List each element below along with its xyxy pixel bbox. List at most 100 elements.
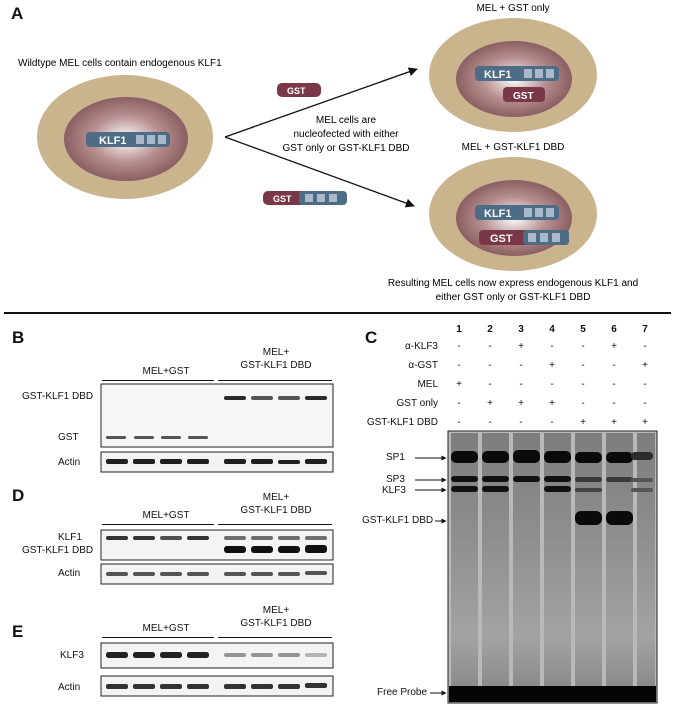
group-label-gst-klf1-dbd: GST-KLF1 DBD <box>240 360 312 371</box>
condition-mark: - <box>643 398 647 409</box>
group-label-mel-plus: MEL+ <box>262 347 290 358</box>
group-underline-1 <box>102 637 214 638</box>
panel-label-c: C <box>365 328 378 347</box>
condition-mark: - <box>457 398 461 409</box>
gst-floating: GST <box>277 83 321 97</box>
row-label-gst-klf1-dbd: GST-KLF1 DBD <box>22 545 94 556</box>
klf1-label-top: KLF1 <box>484 69 512 81</box>
panel-e: E MEL+GST MEL+ GST-KLF1 DBD KLF3 Actin <box>0 596 360 702</box>
band-actin-e <box>106 683 327 689</box>
emsa-gel <box>415 430 658 704</box>
condition-mark: - <box>488 360 492 371</box>
band-sp3 <box>451 476 653 482</box>
condition-mark: - <box>457 341 461 352</box>
condition-mark: - <box>612 398 616 409</box>
condition-mark: + <box>518 341 524 352</box>
condition-mark: - <box>612 360 616 371</box>
bottom-caption-1: Resulting MEL cells now express endogeno… <box>388 278 638 289</box>
center-text-3: GST only or GST-KLF1 DBD <box>282 143 409 154</box>
band-actin-d <box>106 571 327 576</box>
band-gst <box>106 436 208 439</box>
condition-mark: - <box>457 417 461 428</box>
lane-number: 5 <box>580 324 586 335</box>
condition-mark: - <box>519 360 523 371</box>
lane-number: 6 <box>611 324 617 335</box>
band-klf1-d <box>106 536 327 540</box>
group-label-mel-gst: MEL+GST <box>142 510 190 521</box>
condition-label-gst-only: GST only <box>396 398 439 409</box>
band-label-sp3: SP3 <box>386 474 405 485</box>
group-label-mel-plus: MEL+ <box>262 492 290 503</box>
row-label-klf1: KLF1 <box>58 532 82 543</box>
gst-klf1-dbd-cell: KLF1 GST <box>429 157 597 271</box>
western-blot-d <box>100 529 334 585</box>
western-blot-b <box>100 383 334 473</box>
klf1-protein-left: KLF1 <box>86 132 170 147</box>
group-underline-1 <box>102 524 214 525</box>
condition-mark: - <box>457 360 461 371</box>
band-gst-klf1-dbd-d <box>224 545 327 553</box>
gst-label-top: GST <box>513 91 534 102</box>
mid-right-caption: MEL + GST-KLF1 DBD <box>462 142 565 153</box>
group-underline-1 <box>102 380 214 381</box>
wildtype-cell: KLF1 <box>37 75 213 199</box>
condition-mark: - <box>643 379 647 390</box>
condition-mark: - <box>643 341 647 352</box>
panel-label-e: E <box>12 622 24 641</box>
band-gst-klf1-dbd-gel <box>575 511 633 525</box>
band-free-probe <box>449 686 656 702</box>
top-right-caption: MEL + GST only <box>476 3 549 14</box>
condition-mark: + <box>549 360 555 371</box>
band-gst-klf1-dbd <box>224 396 327 400</box>
condition-mark: - <box>550 379 554 390</box>
condition-mark: + <box>611 341 617 352</box>
band-actin-b <box>106 459 327 464</box>
condition-mark: + <box>580 417 586 428</box>
condition-mark: - <box>550 417 554 428</box>
panel-a-diagram: KLF1 Wildtype MEL cells contain endogeno… <box>18 3 638 303</box>
condition-mark: - <box>519 417 523 428</box>
condition-mark: + <box>549 398 555 409</box>
row-label-actin: Actin <box>58 682 81 693</box>
condition-mark: - <box>488 417 492 428</box>
group-label-mel-gst: MEL+GST <box>142 366 190 377</box>
center-text-1: MEL cells are <box>316 115 377 126</box>
condition-mark: + <box>456 379 462 390</box>
panel-label-b: B <box>12 328 25 347</box>
condition-mark: - <box>581 360 585 371</box>
lane-number: 7 <box>642 324 648 335</box>
condition-label-a-gst: α-GST <box>408 360 438 371</box>
group-label-gst-klf1-dbd: GST-KLF1 DBD <box>240 618 312 629</box>
gel-lanes <box>451 433 655 688</box>
western-blot-e <box>100 642 334 697</box>
left-caption: Wildtype MEL cells contain endogenous KL… <box>18 58 222 69</box>
klf1-label-left: KLF1 <box>99 135 127 147</box>
condition-mark: + <box>611 417 617 428</box>
band-label-sp1: SP1 <box>386 452 405 463</box>
group-underline-2 <box>218 380 332 381</box>
lane-number: 3 <box>518 324 524 335</box>
condition-mark: + <box>642 360 648 371</box>
panel-label-a: A <box>11 4 24 23</box>
band-label-free-probe: Free Probe <box>377 687 428 698</box>
band-label-klf3: KLF3 <box>382 485 406 496</box>
condition-mark: - <box>488 341 492 352</box>
panel-c: C 1 2 3 4 5 6 7 α-KLF3 - - + - - + - α-G… <box>362 318 675 707</box>
section-divider <box>4 312 671 314</box>
gst-label-bottom: GST <box>490 233 513 245</box>
bottom-caption-2: either GST only or GST-KLF1 DBD <box>436 292 591 303</box>
row-label-actin: Actin <box>58 568 81 579</box>
group-underline-2 <box>218 637 332 638</box>
band-klf3-e <box>106 652 327 658</box>
klf1-label-bottom: KLF1 <box>484 208 512 220</box>
row-label-gst: GST <box>58 432 79 443</box>
condition-label-a-klf3: α-KLF3 <box>404 341 438 352</box>
lane-number: 4 <box>549 324 555 335</box>
group-label-mel-plus: MEL+ <box>262 605 290 616</box>
gst-only-cell: KLF1 GST <box>429 18 597 132</box>
panel-a: KLF1 Wildtype MEL cells contain endogeno… <box>0 0 675 312</box>
panel-d: D MEL+GST MEL+ GST-KLF1 DBD KLF1 GST-KLF… <box>0 482 360 592</box>
band-label-gst-klf1-dbd: GST-KLF1 DBD <box>362 515 434 526</box>
condition-mark: - <box>488 379 492 390</box>
group-underline-2 <box>218 524 332 525</box>
